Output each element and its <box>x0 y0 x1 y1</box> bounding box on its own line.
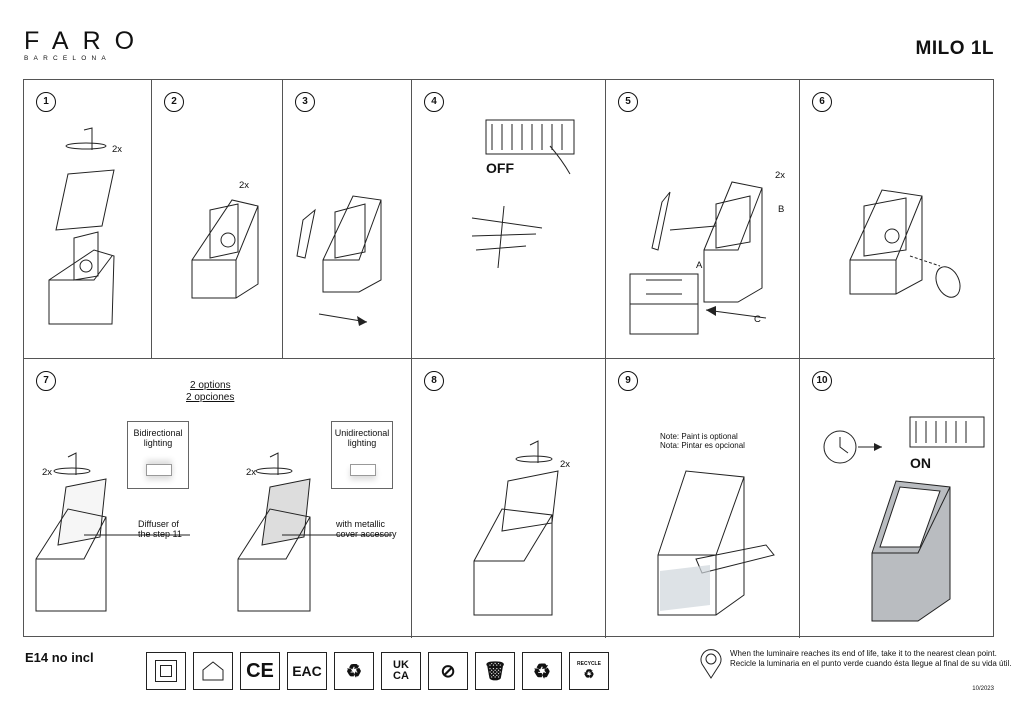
ukca-line-1: UK <box>393 659 409 671</box>
step-9-panel: 9 Note: Paint is optional Nota: Pintar e… <box>606 359 800 638</box>
metallic-label-2: cover accesory <box>336 529 397 539</box>
paint-note-en: Note: Paint is optional <box>660 432 738 441</box>
revision-date: 10/2023 <box>972 686 994 692</box>
ukca-mark-icon: UK CA <box>381 652 421 690</box>
step-7-panel: 7 2 options 2 opciones Bidirectional lig… <box>24 359 412 638</box>
options-label-en: 2 options <box>190 380 231 391</box>
recycle-box-label: RECYCLE <box>577 661 601 667</box>
step-number: 5 <box>618 92 638 112</box>
unidirectional-callout: Unidirectional lighting <box>331 421 393 489</box>
class-ii-icon <box>146 652 186 690</box>
step-9-illustration <box>657 470 775 616</box>
recycling-icon: ♻ <box>522 652 562 690</box>
step-number: 8 <box>424 371 444 391</box>
ce-mark-icon: CE <box>240 652 280 690</box>
recycle-box-icon: RECYCLE ♻ <box>569 652 609 690</box>
instruction-grid: 1 2x 2 2x 3 <box>23 79 995 638</box>
brand-name: FARO <box>24 27 149 55</box>
certification-icons: CE EAC ♻ UK CA ⊘ 🗑 ♻ RECYCLE ♻ <box>146 652 609 690</box>
step-number: 2 <box>164 92 184 112</box>
paint-note-es: Nota: Pintar es opcional <box>660 441 745 450</box>
step-number: 10 <box>812 371 832 391</box>
point-a-label: A <box>696 260 703 271</box>
point-b-label: B <box>778 204 785 215</box>
step-number: 6 <box>812 92 832 112</box>
indoor-use-icon <box>193 652 233 690</box>
unidirectional-label: Unidirectional lighting <box>334 428 390 448</box>
end-of-life-en: When the luminaire reaches its end of li… <box>730 649 997 658</box>
step-5-panel: 5 2x B A C <box>606 80 800 359</box>
no-disposal-icon: ⊘ <box>428 652 468 690</box>
step-number: 3 <box>295 92 315 112</box>
recycle-g-icon: ♻ <box>334 652 374 690</box>
screws-label: 2x <box>246 467 257 478</box>
step-5-illustration <box>629 181 767 335</box>
metallic-label-1: with metallic <box>336 519 386 529</box>
step-number: 1 <box>36 92 56 112</box>
screws-label: 2x <box>239 180 250 191</box>
diffuser-label-1: Diffuser of <box>138 519 179 529</box>
step-8-illustration <box>473 440 559 616</box>
point-c-label: C <box>754 314 761 325</box>
options-label-es: 2 opciones <box>186 392 235 403</box>
bidirectional-callout: Bidirectional lighting <box>127 421 189 489</box>
screws-label: 2x <box>560 459 571 470</box>
step-2-panel: 2 2x <box>152 80 283 359</box>
step-number: 9 <box>618 371 638 391</box>
step-7-illustration <box>35 452 392 612</box>
step-number: 7 <box>36 371 56 391</box>
screws-label: 2x <box>775 170 786 181</box>
off-label: OFF <box>486 160 514 176</box>
step-number: 4 <box>424 92 444 112</box>
diffuser-label-2: the step 11 <box>138 529 182 539</box>
ukca-line-2: CA <box>393 670 409 682</box>
step-6-panel: 6 <box>800 80 995 359</box>
brand-logo: FARO BARCELONA <box>24 28 148 62</box>
brand-subtitle: BARCELONA <box>24 55 111 62</box>
screws-label: 2x <box>42 467 53 478</box>
step-4-panel: 4 OFF <box>412 80 606 359</box>
bulb-note: E14 no incl <box>25 650 94 665</box>
eac-mark-icon: EAC <box>287 652 327 690</box>
end-of-life-es: Recicle la luminaria en el punto verde c… <box>730 659 1012 668</box>
step-1-panel: 1 2x <box>24 80 152 359</box>
step-3-panel: 3 <box>283 80 412 359</box>
step-3-illustration <box>296 195 382 326</box>
end-of-life-note: When the luminaire reaches its end of li… <box>730 649 1012 669</box>
on-label: ON <box>910 455 931 471</box>
clean-point-icon <box>698 646 724 685</box>
step-8-panel: 8 2x <box>412 359 606 638</box>
step-10-illustration <box>823 416 985 622</box>
step-2-illustration <box>191 199 259 299</box>
step-10-panel: 10 ON <box>800 359 995 638</box>
weee-bin-icon: 🗑 <box>475 652 515 690</box>
model-title: MILO 1L <box>915 38 994 59</box>
step-1-illustration <box>48 127 115 325</box>
step-4-illustration <box>471 119 575 269</box>
bidirectional-label: Bidirectional lighting <box>133 428 183 448</box>
screws-label: 2x <box>112 144 123 155</box>
step-6-illustration <box>849 189 961 298</box>
unidirectional-light-icon <box>350 464 376 476</box>
bidirectional-light-icon <box>146 464 172 476</box>
